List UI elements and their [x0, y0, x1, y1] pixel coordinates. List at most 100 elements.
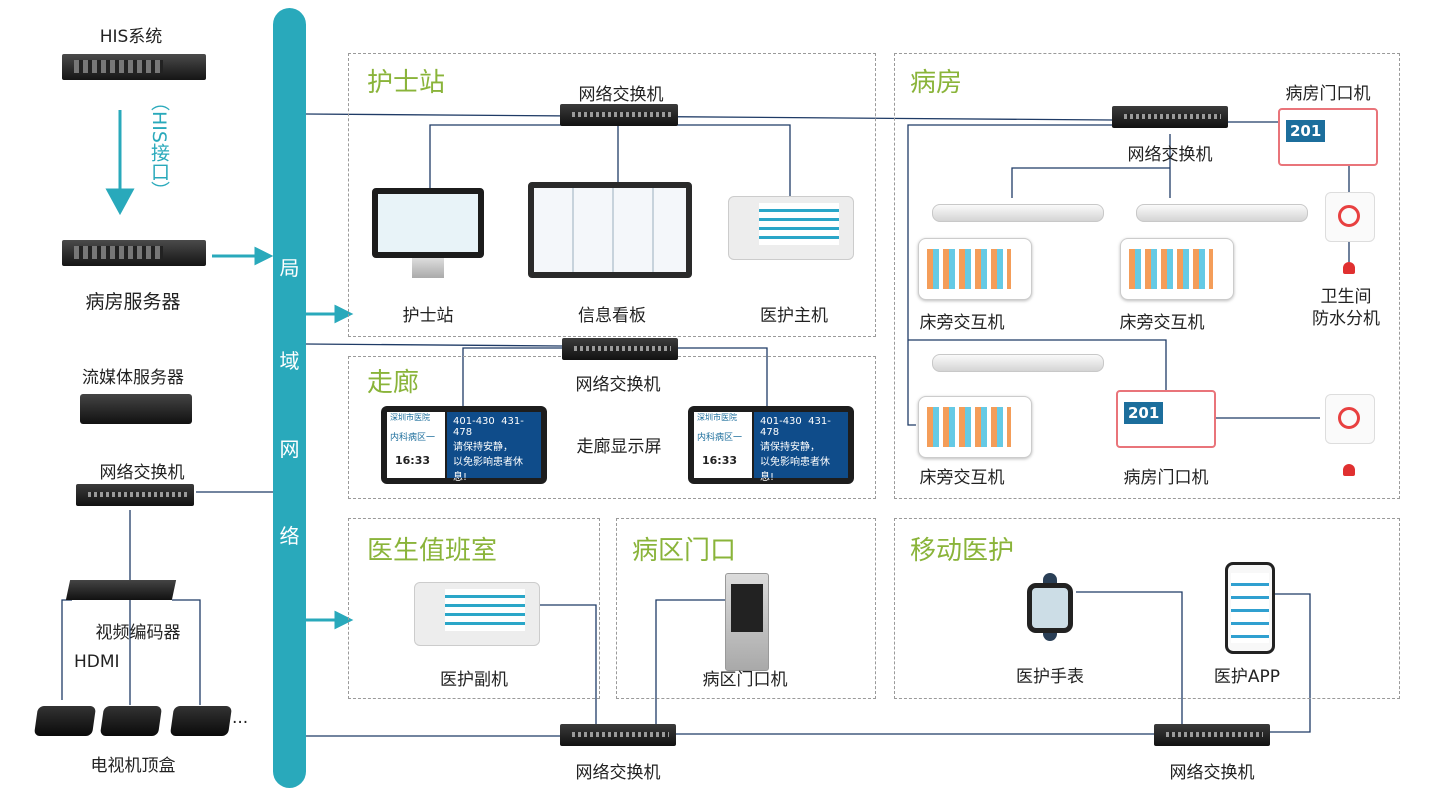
nurse-switch-icon: [560, 104, 678, 126]
line-tv1: [61, 599, 72, 700]
arrow-nurse-head: [334, 304, 354, 324]
ward-entrance-device-label: 病区门口机: [702, 670, 788, 690]
ward-entrance-title: 病区门口: [632, 536, 737, 566]
medical-watch-icon: [1027, 583, 1073, 633]
ward-zone: [894, 53, 1400, 499]
door-machine-top-label: 病房门口机: [1285, 84, 1371, 104]
nurse-station-title: 护士站: [367, 68, 446, 98]
lan-bus-char: 局: [279, 256, 300, 280]
nurse-switch-label: 网络交换机: [578, 85, 664, 105]
corridor-screen-time: 16:33: [702, 454, 738, 467]
streaming-server-label: 流媒体服务器: [82, 368, 184, 388]
doctor-room-zone: [348, 518, 600, 699]
line-ward-trunk: [907, 124, 1112, 426]
medical-sub-device-label: 医护副机: [440, 670, 508, 690]
door-number: 201: [1286, 120, 1326, 142]
door-machine-bottom-label: 病房门口机: [1123, 468, 1209, 488]
his-interface-label: （HIS接口）: [148, 92, 170, 200]
bottom-left-switch-label: 网络交换机: [575, 763, 661, 783]
bathroom-label-1: 卫生间: [1320, 287, 1372, 307]
left-switch-icon: [76, 484, 194, 506]
monitor-stand-icon: [412, 258, 444, 278]
corridor-screen-msg: 以免影响患者休息!: [760, 457, 830, 483]
line-corridor-right: [678, 347, 768, 406]
ward-server-icon: [62, 240, 206, 266]
arrow-server-head: [254, 246, 274, 266]
medical-watch-label: 医护手表: [1016, 667, 1084, 687]
corridor-switch-icon: [562, 338, 678, 360]
video-encoder-icon: [65, 580, 177, 600]
lan-bus-char: 域: [279, 349, 300, 373]
lan-bus: [273, 8, 306, 788]
bedside-terminal-1-icon: [918, 238, 1032, 300]
arrow-doctor-head: [334, 610, 354, 630]
bottom-right-switch-icon: [1154, 724, 1270, 746]
ward-server-label: 病房服务器: [85, 291, 181, 313]
ellipsis-label: ...: [232, 708, 249, 728]
corridor-screen-rooms: 401-430: [760, 416, 802, 427]
lan-bus-char: 络: [279, 524, 300, 548]
info-board-label: 信息看板: [578, 306, 646, 326]
mobile-care-zone: [894, 518, 1400, 699]
line-bus-corridor: [305, 343, 563, 347]
nurse-station-monitor-icon: [372, 188, 484, 258]
line-nurse-pc: [429, 124, 618, 190]
ward-entrance-device-icon: [725, 573, 769, 671]
bottom-left-switch-icon: [560, 724, 676, 746]
medical-host-label: 医护主机: [760, 306, 828, 326]
corridor-screen-rooms: 431-478: [760, 416, 831, 438]
line-app: [1270, 593, 1311, 733]
pull-cord-icon: [1343, 262, 1355, 274]
lan-bus-char: 网: [279, 437, 300, 461]
bedside-terminal-3-icon: [918, 396, 1032, 458]
medical-sub-device-icon: [414, 582, 540, 646]
ward-switch-label: 网络交换机: [1127, 145, 1213, 165]
bedside-arm-icon: [932, 354, 1104, 372]
corridor-title: 走廊: [367, 368, 420, 398]
line-tv3: [172, 599, 201, 705]
line-entrance: [655, 599, 725, 724]
corridor-screen-hospital: 深圳市医院: [390, 413, 430, 422]
hdmi-label: HDMI: [74, 652, 120, 672]
nurse-station-zone: [348, 53, 876, 337]
streaming-server-icon: [80, 394, 192, 424]
pull-cord-icon: [1343, 464, 1355, 476]
door-number: 201: [1124, 402, 1164, 424]
door-machine-top-icon: 201: [1278, 108, 1378, 166]
bedside-terminal-2-icon: [1120, 238, 1234, 300]
corridor-screen-rooms: 401-430: [453, 416, 495, 427]
bedside-arm-icon: [1136, 204, 1308, 222]
his-system-label: HIS系统: [99, 27, 163, 47]
line-ward-bed1: [1011, 167, 1170, 198]
tv-box-icon: [33, 706, 97, 736]
corridor-switch-label: 网络交换机: [575, 375, 661, 395]
video-encoder-label: 视频编码器: [95, 623, 181, 643]
his-server-icon: [62, 54, 206, 80]
left-switch-label: 网络交换机: [99, 463, 185, 483]
bottom-right-switch-label: 网络交换机: [1169, 763, 1255, 783]
corridor-screen-time: 16:33: [395, 454, 431, 467]
corridor-display-label: 走廊显示屏: [576, 437, 662, 457]
line-ward-mid: [908, 339, 1167, 390]
bedside-terminal-2-label: 床旁交互机: [1119, 313, 1205, 333]
mobile-care-title: 移动医护: [910, 536, 1015, 566]
tv-box-icon: [99, 706, 163, 736]
doctor-room-title: 医生值班室: [367, 536, 498, 566]
ward-title: 病房: [910, 68, 963, 98]
bathroom-label-2: 防水分机: [1312, 309, 1380, 329]
corridor-screen-ward: 内科病区一: [390, 433, 436, 443]
tv-box-label: 电视机顶盒: [90, 756, 176, 776]
line-bus-ward: [305, 113, 1113, 121]
bathroom-extension-icon: [1325, 394, 1375, 444]
line-corridor-left: [462, 347, 562, 406]
medical-app-label: 医护APP: [1213, 667, 1281, 687]
bedside-terminal-3-label: 床旁交互机: [919, 468, 1005, 488]
bedside-arm-icon: [932, 204, 1104, 222]
tv-box-icon: [169, 706, 233, 736]
bathroom-extension-icon: [1325, 192, 1375, 242]
corridor-screen-ward: 内科病区一: [697, 433, 743, 443]
corridor-screen-msg: 以免影响患者休息!: [453, 457, 523, 483]
nurse-station-pc-label: 护士站: [402, 306, 454, 326]
